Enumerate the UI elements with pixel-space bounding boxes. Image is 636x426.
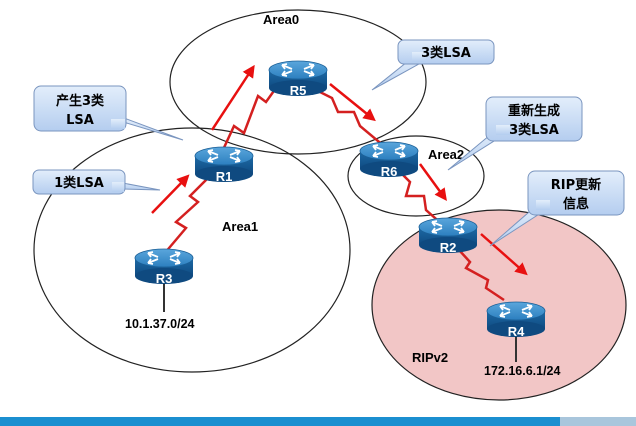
area2-label: Area2 xyxy=(428,147,464,162)
callout-lsa3: 3类LSA xyxy=(371,39,495,91)
arrow-r6-r2 xyxy=(418,163,447,202)
callout-generate-lsa3-line1: 产生3类 xyxy=(56,93,105,109)
link-r6-r2 xyxy=(387,159,445,227)
link-r1-r5 xyxy=(220,73,288,153)
router-r1: R1 xyxy=(194,146,254,184)
callout-lsa3-text: 3类LSA xyxy=(421,45,471,61)
area1-ellipse xyxy=(33,127,351,373)
r6-label: R6 xyxy=(381,164,398,179)
ripv2-label: RIPv2 xyxy=(412,350,448,365)
callout-generate-lsa3-line2: LSA xyxy=(66,113,94,128)
callout-rip-line1: RIP更新 xyxy=(551,177,601,193)
r3-network-label: 10.1.37.0/24 xyxy=(125,317,195,331)
router-r6: R6 xyxy=(359,141,419,179)
r4-network-label: 172.16.6.1/24 xyxy=(484,364,561,378)
callout-regenerate-line1: 重新生成 xyxy=(508,103,560,119)
r4-label: R4 xyxy=(508,324,525,339)
router-r4: R4 xyxy=(486,301,546,339)
router-r3: R3 xyxy=(134,248,194,286)
callout-lsa1-text: 1类LSA xyxy=(54,175,104,191)
arrow-r5-r6 xyxy=(329,83,376,122)
arrow-r3-r1 xyxy=(151,174,190,214)
callout-generate-lsa3: 产生3类 LSA xyxy=(33,85,184,141)
area0-ellipse xyxy=(169,9,427,155)
callout-regenerate-line2: 3类LSA xyxy=(509,122,559,138)
arrow-r1-r5 xyxy=(210,64,255,131)
arrow-r2-r4 xyxy=(480,233,528,276)
r3-label: R3 xyxy=(156,271,173,286)
callout-rip-update: RIP更新 信息 xyxy=(489,170,625,247)
link-r5-r6 xyxy=(299,80,385,147)
r2-label: R2 xyxy=(440,240,457,255)
area2-ellipse xyxy=(347,135,485,217)
callout-rip-line2: 信息 xyxy=(563,196,589,212)
bottom-bar xyxy=(0,417,636,426)
link-r2-r4 xyxy=(447,237,505,302)
router-r2: R2 xyxy=(418,217,478,255)
bottom-bar-accent xyxy=(560,417,636,426)
area1-label: Area1 xyxy=(222,219,258,234)
r1-label: R1 xyxy=(216,169,233,184)
link-r3-r1 xyxy=(163,167,219,255)
area0-label: Area0 xyxy=(263,12,299,27)
router-r5: R5 xyxy=(268,60,328,98)
callout-regenerate-lsa3: 重新生成 3类LSA xyxy=(447,96,583,171)
r5-label: R5 xyxy=(290,83,307,98)
callout-lsa1: 1类LSA xyxy=(32,169,161,195)
